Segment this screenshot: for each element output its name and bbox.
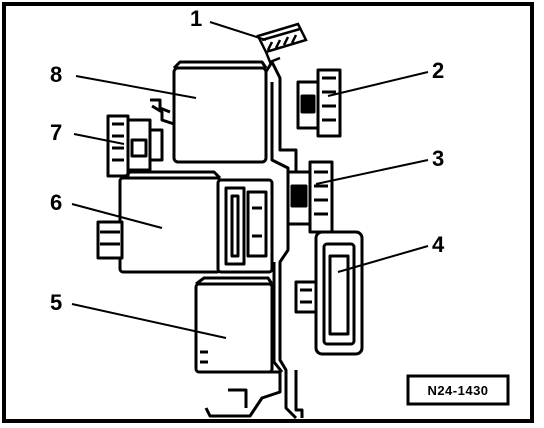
callout-1: 1	[190, 6, 202, 31]
connector-7	[106, 114, 164, 178]
reference-code: N24-1430	[427, 383, 488, 398]
leader-lines	[71, 21, 429, 339]
relay-8	[150, 60, 268, 164]
connector-2	[296, 68, 342, 138]
reference-code-box: N24-1430	[406, 374, 510, 406]
callout-8: 8	[50, 62, 62, 87]
callout-6: 6	[50, 190, 62, 215]
connector-3	[286, 160, 334, 234]
relay-5	[194, 276, 274, 374]
connector-1	[256, 22, 308, 64]
relay-6	[96, 170, 222, 274]
callout-3: 3	[432, 146, 444, 171]
fuse-carrier	[216, 178, 274, 274]
callout-7: 7	[50, 120, 62, 145]
callout-4: 4	[432, 232, 445, 257]
callout-2: 2	[432, 58, 444, 83]
callout-5: 5	[50, 290, 62, 315]
